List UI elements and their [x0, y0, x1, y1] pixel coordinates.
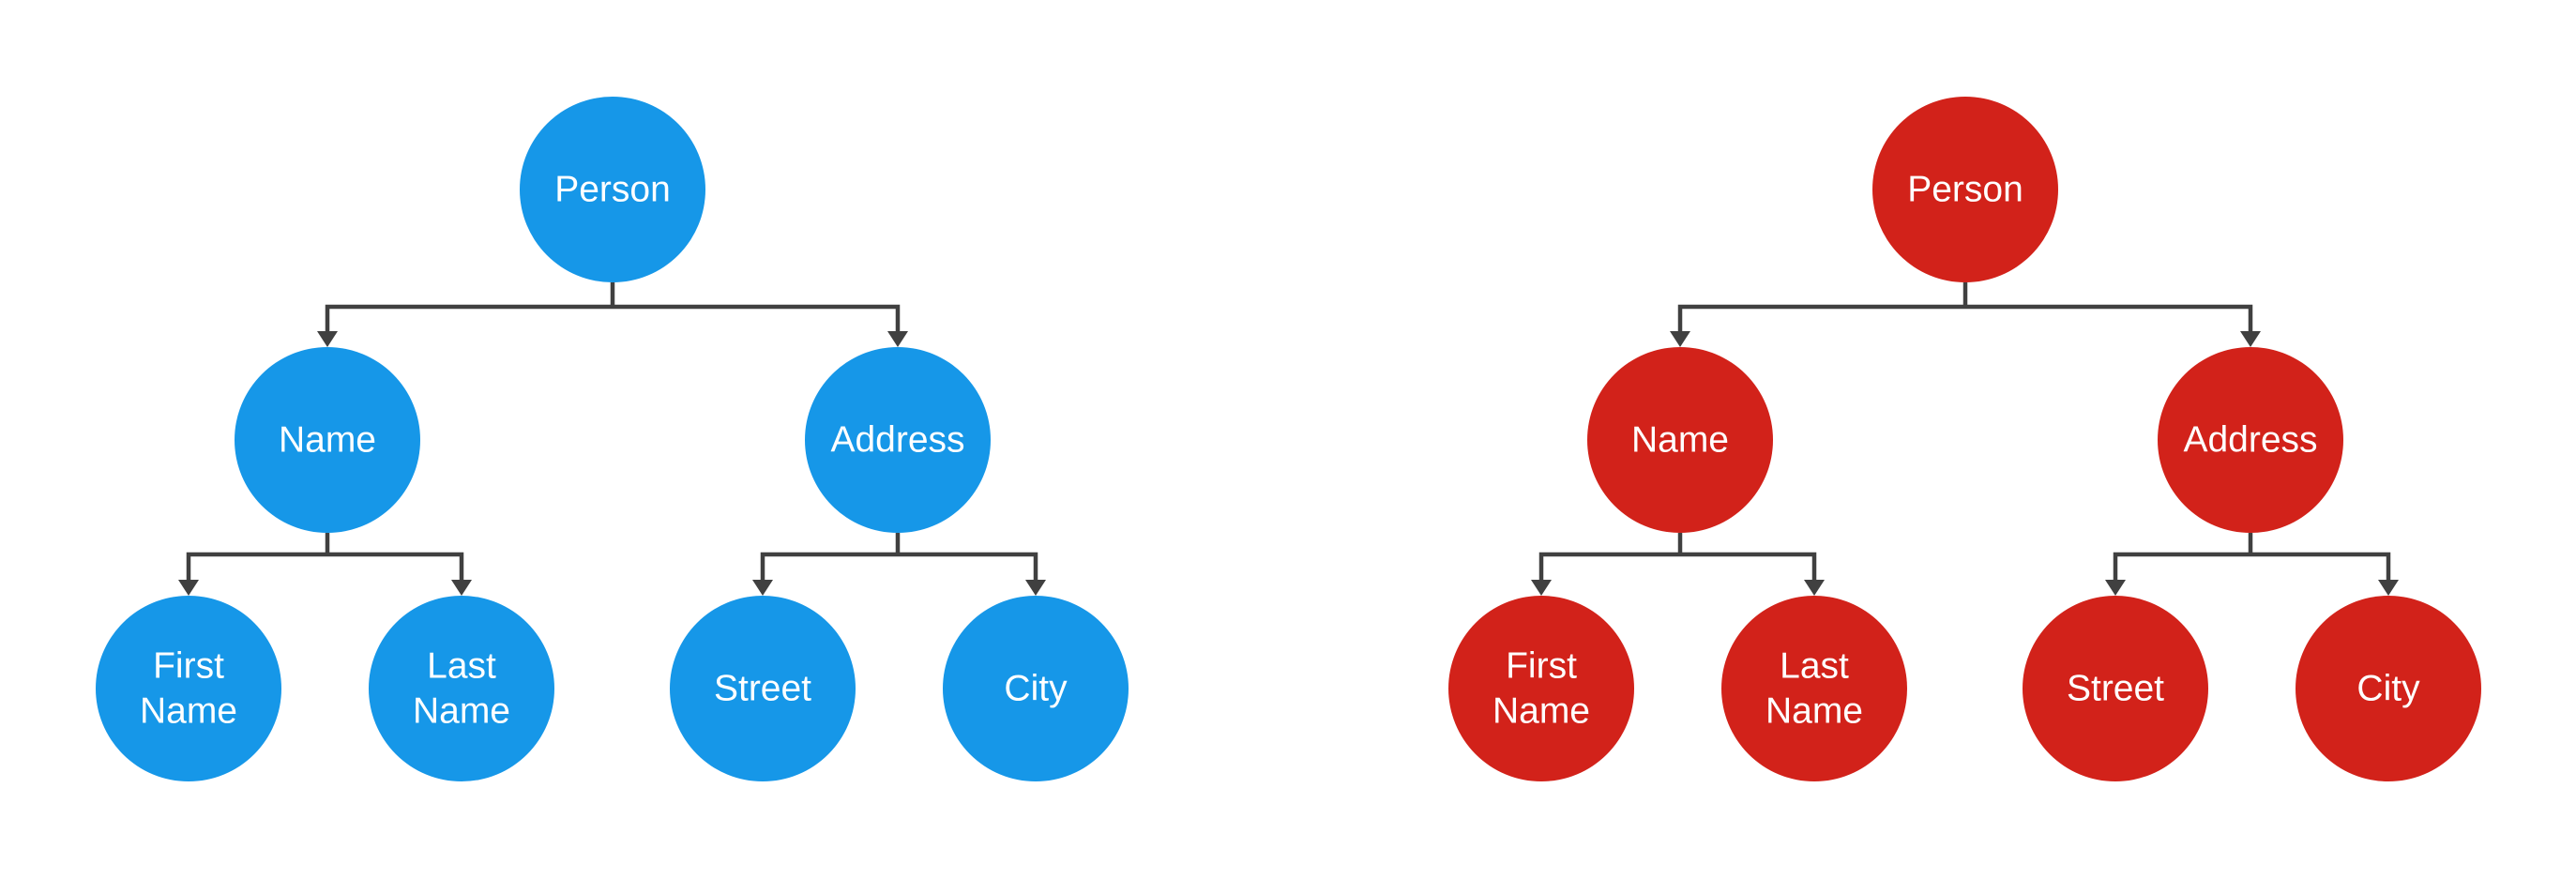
- arrowhead-to-last-name: [451, 580, 472, 596]
- arrowhead-to-last-name: [1804, 580, 1825, 596]
- connector-name-children: [1538, 533, 1817, 581]
- label-street: Street: [2067, 669, 2164, 709]
- label-name: Name: [279, 420, 376, 461]
- node-last-name: [369, 596, 554, 781]
- label-street: Street: [714, 669, 811, 709]
- arrowhead-to-first-name: [178, 580, 199, 596]
- label-address: Address: [2183, 420, 2317, 461]
- label-first-name-line1: First: [1506, 646, 1577, 687]
- arrowhead-to-name: [317, 331, 338, 347]
- label-person: Person: [554, 170, 671, 210]
- node-person: [1872, 97, 2058, 282]
- node-name: [1587, 347, 1773, 533]
- node-first-name: [96, 596, 281, 781]
- label-first-name-line1: First: [153, 646, 224, 687]
- label-name: Name: [1631, 420, 1729, 461]
- arrowhead-to-name: [1670, 331, 1690, 347]
- connector-address-children: [2113, 533, 2391, 581]
- node-person: [520, 97, 705, 282]
- node-street: [2023, 596, 2208, 781]
- node-street: [670, 596, 856, 781]
- node-name: [235, 347, 420, 533]
- label-last-name-line1: Last: [1780, 646, 1849, 687]
- arrowhead-to-city: [2378, 580, 2399, 596]
- node-city: [943, 596, 1129, 781]
- label-person: Person: [1907, 170, 2023, 210]
- arrowhead-to-city: [1025, 580, 1046, 596]
- arrowhead-to-first-name: [1531, 580, 1552, 596]
- node-city: [2296, 596, 2481, 781]
- node-address: [805, 347, 991, 533]
- arrowhead-to-street: [752, 580, 773, 596]
- label-last-name-line2: Name: [413, 691, 510, 732]
- tree-blue: Person Name Address First Name Last Name…: [96, 97, 1129, 781]
- label-last-name-line1: Last: [427, 646, 496, 687]
- node-last-name: [1721, 596, 1907, 781]
- arrowhead-to-street: [2105, 580, 2126, 596]
- label-city: City: [2356, 669, 2420, 709]
- arrowhead-to-address: [2240, 331, 2261, 347]
- connector-person-children: [325, 282, 901, 332]
- label-address: Address: [830, 420, 964, 461]
- arrowhead-to-address: [887, 331, 908, 347]
- node-address: [2158, 347, 2343, 533]
- connector-name-children: [186, 533, 464, 581]
- label-first-name-line2: Name: [140, 691, 237, 732]
- tree-red: Person Name Address First Name Last Name…: [1448, 97, 2481, 781]
- label-last-name-line2: Name: [1765, 691, 1863, 732]
- label-city: City: [1004, 669, 1068, 709]
- node-first-name: [1448, 596, 1634, 781]
- connector-person-children: [1677, 282, 2253, 332]
- connector-address-children: [760, 533, 1038, 581]
- label-first-name-line2: Name: [1493, 691, 1590, 732]
